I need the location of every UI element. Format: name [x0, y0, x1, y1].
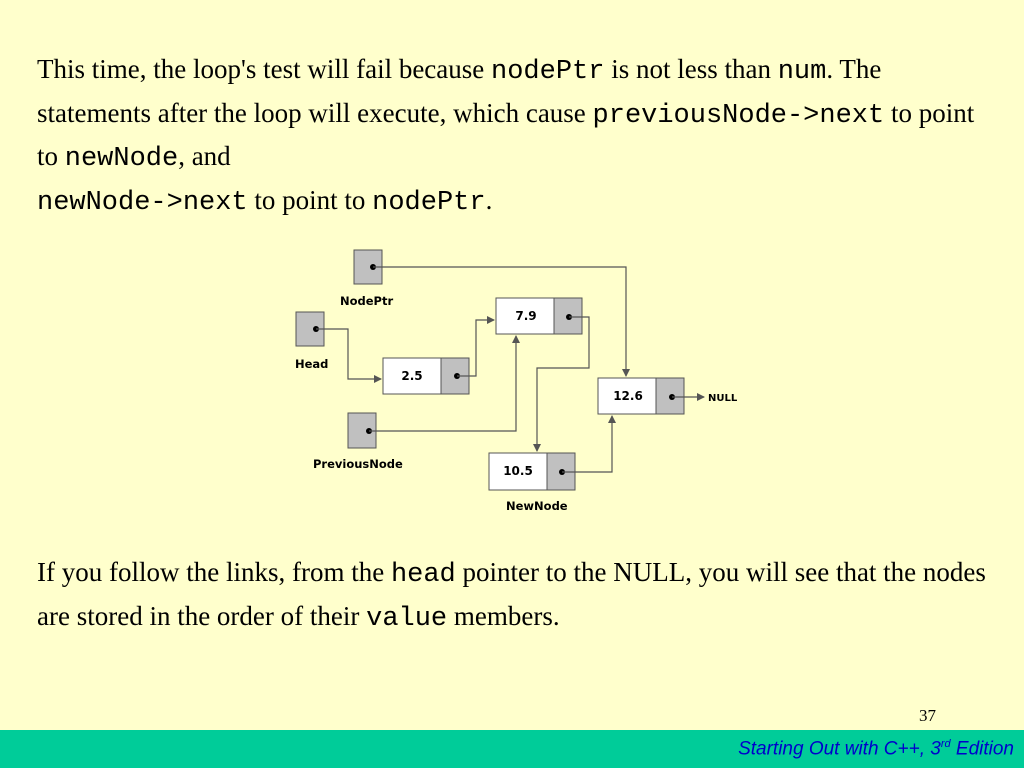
footer-bar: Starting Out with C++, 3rd Edition	[0, 730, 1024, 768]
text-segment: to point to	[247, 184, 373, 215]
code-newnode-next: newNode->next	[37, 187, 248, 218]
code-head: head	[390, 560, 456, 590]
node1-next-arrow	[457, 316, 495, 377]
page-number: 37	[919, 706, 936, 725]
footer-edition: Edition	[950, 738, 1014, 760]
footer-title: Starting Out with C++, 3rd Edition	[738, 738, 1014, 760]
text-segment: pointer to the NULL, you will see that t…	[37, 557, 986, 631]
code-num: num	[777, 57, 827, 87]
nodeptr-label: NodePtr	[340, 294, 393, 308]
node-value-box	[597, 377, 657, 415]
null-label: NULL	[708, 393, 738, 404]
code-nodeptr: nodePtr	[372, 187, 486, 218]
head-label: Head	[295, 357, 328, 371]
linked-list-diagram: NodePtr Head PreviousNode 2.5 7.9 12.6 N…	[295, 249, 738, 513]
node-value-box	[495, 297, 555, 335]
code-newnode: newNode	[64, 144, 179, 174]
previousnode-arrow	[369, 335, 520, 432]
text-segment: . The statements after the loop will exe…	[37, 54, 882, 128]
list-node-second: 7.9	[495, 297, 583, 335]
node-value: 2.5	[401, 369, 422, 383]
list-node-third: 12.6 NULL	[597, 377, 738, 415]
head-pointer: Head	[295, 311, 328, 371]
code-value: value	[366, 603, 448, 634]
node-next-box	[655, 377, 685, 415]
intro-paragraph: This time, the loop's test will fail bec…	[37, 49, 997, 223]
text-segment: , and	[178, 141, 231, 171]
text-segment: is not less than	[604, 54, 778, 84]
text-segment: to point to	[37, 97, 975, 172]
text-segment: This time, the loop's test will fail bec…	[37, 54, 492, 84]
newnode-next-arrow	[562, 415, 616, 473]
list-node-first: 2.5	[382, 357, 470, 395]
text-segment: .	[485, 184, 493, 215]
node2-next-arrow	[533, 316, 590, 452]
code-previousnode-next: previousNode->next	[592, 100, 885, 131]
previousnode-label: PreviousNode	[313, 457, 403, 471]
footer-book: Starting Out with C++, 3	[738, 738, 941, 760]
list-node-new: 10.5 NewNode	[488, 452, 576, 513]
text-segment: members.	[447, 600, 560, 631]
node-value: 7.9	[515, 309, 536, 323]
footer-superscript: rd	[940, 738, 951, 750]
nodeptr-arrow	[373, 266, 630, 377]
summary-paragraph: If you follow the links, from the head p…	[37, 552, 997, 639]
previousnode-pointer: PreviousNode	[313, 412, 403, 471]
node-value: 12.6	[613, 389, 643, 403]
node-value-box	[382, 357, 442, 395]
newnode-label: NewNode	[506, 499, 568, 513]
node-value: 10.5	[503, 464, 533, 478]
head-arrow	[316, 328, 382, 383]
code-nodeptr: nodePtr	[491, 57, 605, 87]
nodeptr-pointer: NodePtr	[340, 249, 393, 308]
text-segment: If you follow the links, from the	[37, 557, 391, 587]
